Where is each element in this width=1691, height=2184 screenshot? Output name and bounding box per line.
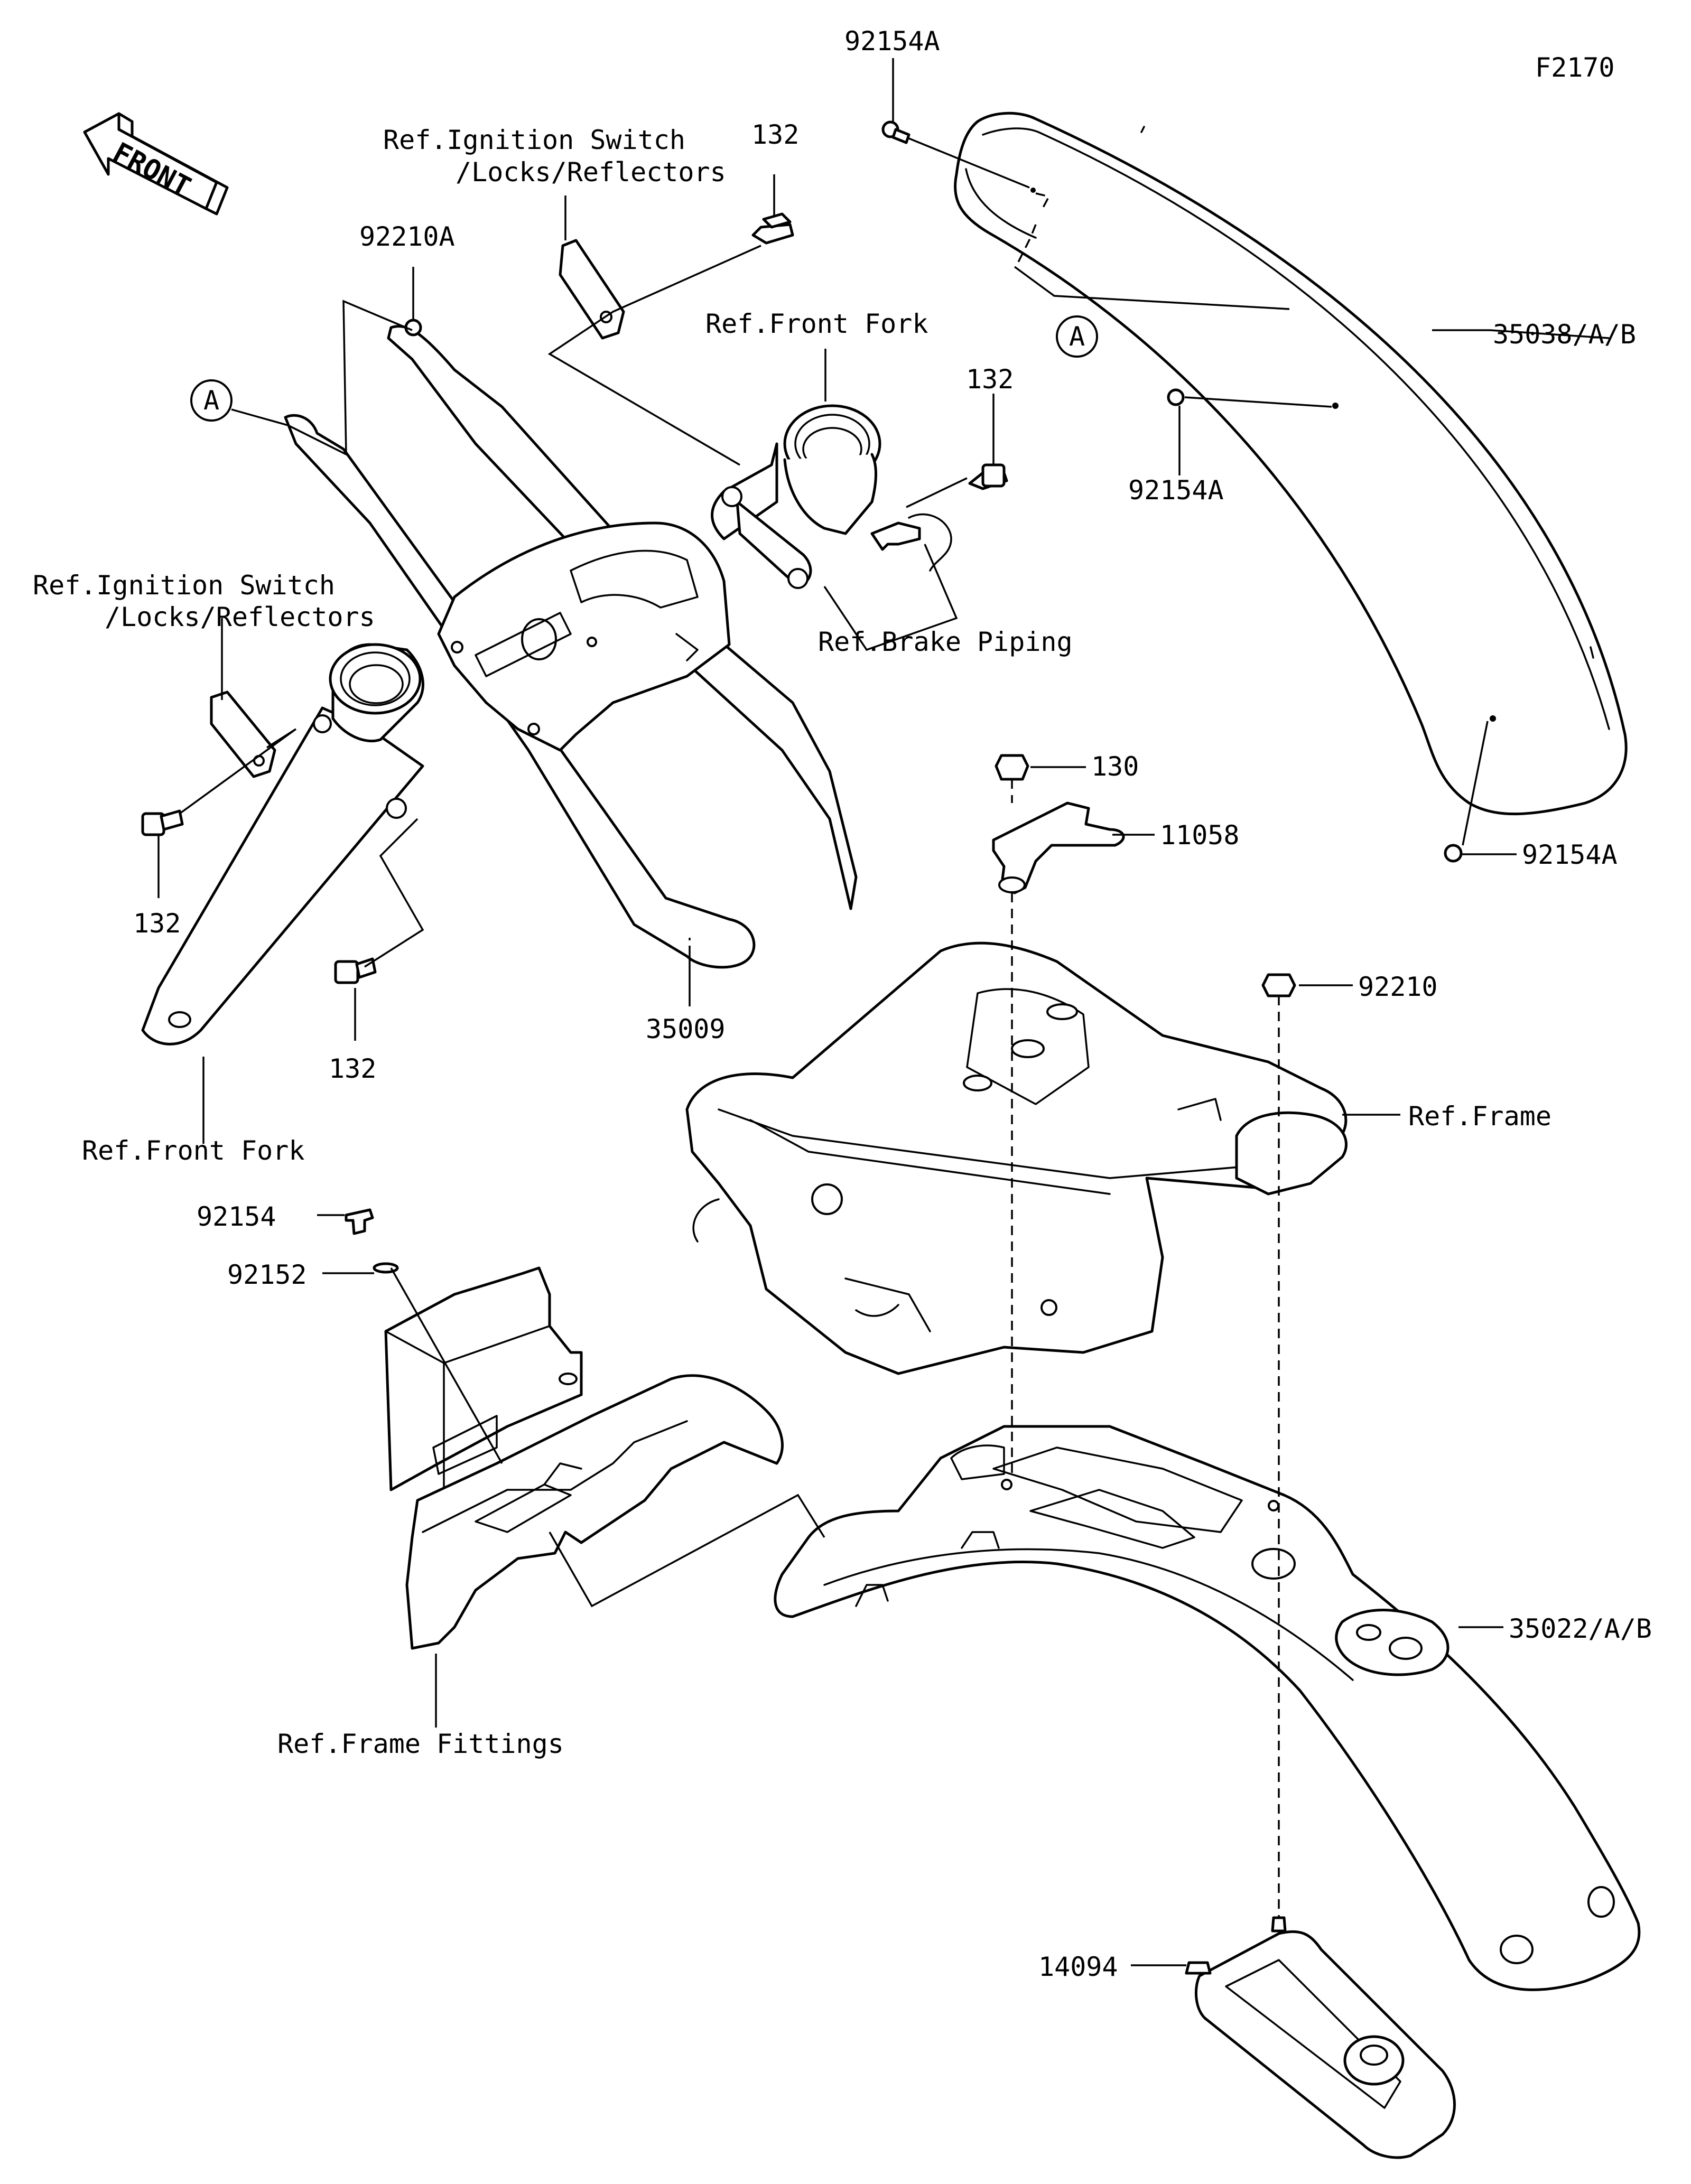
bolt-130-icon (995, 754, 1029, 781)
screw-top-icon (1271, 1916, 1287, 1933)
label-35038: 35038/A/B (1493, 319, 1636, 350)
label-92210: 92210 (1358, 972, 1438, 1002)
label-130: 130 (1091, 751, 1139, 782)
bolt-92154A-top-icon (881, 120, 910, 144)
callout-a-right: A (1056, 315, 1098, 358)
figure-id: F2170 (1535, 52, 1615, 83)
nut-92154A-mid-icon (1167, 388, 1185, 406)
label-35009: 35009 (646, 1014, 726, 1044)
frame (685, 941, 1348, 1375)
label-ref-ignition-switch-left: Ref.Ignition Switch /Locks/Reflectors (33, 570, 375, 632)
fork-bracket-35009 (284, 325, 858, 969)
label-92154A-mid: 92154A (1128, 475, 1224, 506)
bolt-132-mid-icon (968, 463, 1008, 490)
frame-fittings-box (384, 1266, 583, 1491)
front-arrow-icon: FRONT (83, 112, 229, 216)
fork-tube-lower (141, 643, 424, 1046)
callout-a-right-label: A (1069, 321, 1085, 352)
label-92154: 92154 (197, 1201, 276, 1232)
label-ref-frame-fittings: Ref.Frame Fittings (277, 1729, 564, 1759)
label-92210A: 92210A (359, 221, 455, 252)
clip-92154-icon (345, 1208, 374, 1235)
nut-92154A-bottom-icon (1444, 844, 1463, 863)
label-ref-ignition-switch-left-line1: Ref.Ignition Switch (33, 570, 335, 601)
callout-a-left-label: A (203, 385, 219, 416)
label-ref-ignition-switch-left-line2: /Locks/Reflectors (105, 602, 375, 632)
label-ref-front-fork-bottom: Ref.Front Fork (82, 1135, 304, 1166)
label-92154A-top: 92154A (844, 26, 940, 57)
label-92152: 92152 (227, 1259, 307, 1290)
bolt-132-bottom-icon (334, 957, 377, 984)
label-14094: 14094 (1038, 1952, 1118, 1982)
rear-flap (1194, 1930, 1456, 2159)
label-ref-frame: Ref.Frame (1408, 1101, 1551, 1132)
bolt-132-left-icon (141, 809, 184, 836)
label-132-top: 132 (751, 119, 799, 150)
bracket-11058 (992, 801, 1125, 894)
reflector-bracket-top (559, 239, 625, 340)
nut-92210-icon (1261, 973, 1296, 997)
label-35022: 35022/A/B (1509, 1613, 1652, 1644)
washer-92152-icon (373, 1262, 399, 1274)
label-132-left: 132 (133, 908, 181, 939)
bolt-132-top-icon (751, 212, 794, 245)
brake-pipe-clamp (870, 513, 952, 572)
rear-fender-35022 (774, 1425, 1641, 1991)
label-11058: 11058 (1160, 820, 1240, 851)
label-132-bottom: 132 (329, 1053, 376, 1084)
leader-lines (157, 58, 1610, 1966)
reflector-bracket-left (210, 690, 276, 778)
label-ref-brake-piping: Ref.Brake Piping (818, 627, 1073, 657)
callout-a-left: A (190, 379, 233, 422)
front-fender-35038 (954, 111, 1628, 816)
screw-14094-icon (1185, 1961, 1212, 1975)
label-132-mid: 132 (966, 364, 1014, 395)
inner-fender (405, 1373, 784, 1650)
label-ref-ignition-switch-top: Ref.Ignition Switch /Locks/Reflectors (383, 125, 726, 188)
label-92154A-bottom: 92154A (1522, 839, 1618, 870)
label-ref-front-fork-top: Ref.Front Fork (705, 309, 928, 339)
fork-tube-upper (711, 404, 881, 589)
label-ref-ignition-switch-top-line1: Ref.Ignition Switch (383, 125, 685, 155)
label-ref-ignition-switch-top-line2: /Locks/Reflectors (456, 157, 726, 188)
